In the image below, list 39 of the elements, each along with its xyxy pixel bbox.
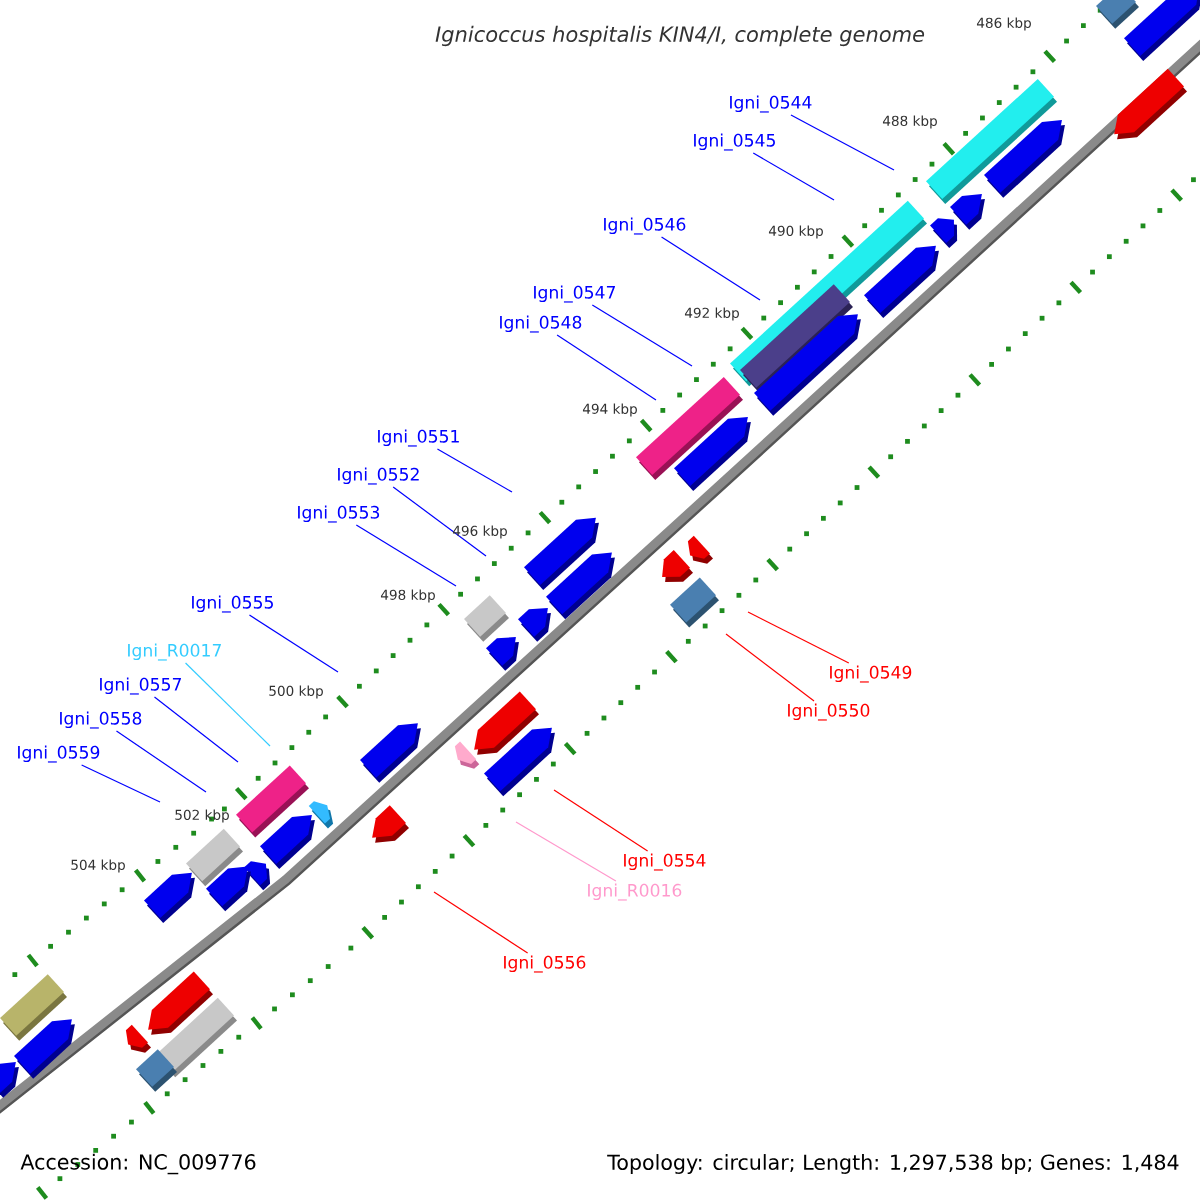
gene-label: Igni_0558 [60,711,142,729]
gene-label: Igni_0548 [500,315,582,333]
leader-line [392,486,487,557]
leader-line [184,662,271,747]
gene-label: Igni_0549 [830,665,912,683]
gene-label: Igni_0556 [504,955,586,973]
leader-line [355,524,457,587]
gene-label: Igni_0551 [378,429,459,447]
leader-line [515,821,617,882]
leader-line [790,114,895,171]
leader-line [660,236,761,301]
gene-label: Igni_R0017 [128,643,221,661]
leader-line [433,891,529,954]
leader-line [248,614,339,673]
leader-line [591,304,693,367]
gene-label: Igni_0557 [100,677,181,695]
leader-line [747,611,850,664]
gene-label: Igni_0554 [624,853,706,871]
leader-line [553,789,649,852]
genome-stats-text: Topology: circular; Length: 1,297,538 bp; Genes: 1,484 [607,1154,1179,1174]
gene-label: Igni_0552 [338,467,419,485]
gene-label: Igni_0546 [604,217,686,235]
gene-label: Igni_0545 [694,133,775,151]
accession-text: Accession: NC_009776 [20,1153,256,1175]
gene-label: Igni_0547 [534,285,615,303]
gene-label: Igni_0544 [730,95,812,113]
gene-label: Igni_0553 [298,505,380,523]
leader-line [556,334,657,401]
leader-line [752,152,835,201]
gene-label: Igni_0559 [18,745,100,763]
leader-line [81,764,161,803]
gene-label: Igni_R0016 [588,883,682,901]
leader-line [115,730,207,793]
leader-line [725,633,815,702]
gene-label: Igni_0555 [192,595,273,613]
leader-line [153,696,239,763]
leader-line [436,448,513,493]
gene-label: Igni_0550 [788,703,870,721]
title: Ignicoccus hospitalis KIN4/I, complete genome [435,25,925,47]
